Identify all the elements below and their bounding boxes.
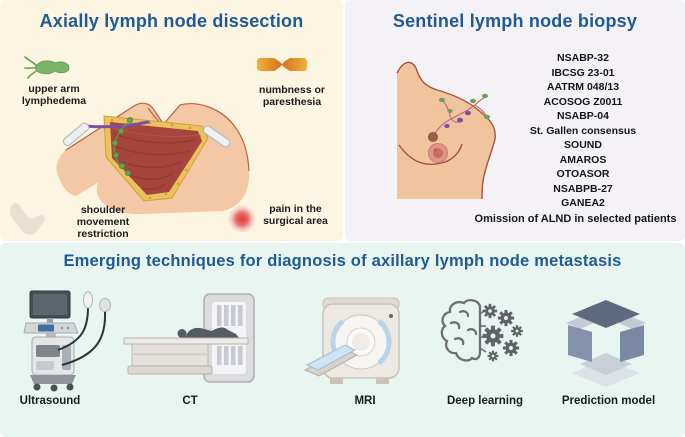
prediction-model-icon — [566, 300, 646, 387]
trial-item: St. Gallen consensus — [529, 124, 637, 137]
trial-item: NSABP-04 — [557, 110, 609, 122]
trial-item: AMAROS — [559, 153, 607, 166]
pain-label: pain in the surgical area — [263, 203, 328, 228]
trial-item: NSABPB-27 — [553, 182, 613, 195]
panel-axillary-lymph-node-dissection: Axially lymph node dissection upper arm … — [0, 0, 343, 241]
lymphedema-icon — [24, 56, 70, 79]
trial-item: NSABP-32 — [557, 52, 609, 64]
patient-silhouette — [182, 327, 239, 338]
trial-item: ACOSOG Z0011 — [543, 95, 623, 108]
trial-item: AATRM 048/13 — [546, 81, 620, 93]
shoulder-restriction-label: shoulder movement restriction — [76, 204, 130, 241]
breast-curve — [398, 143, 463, 166]
ct-icon — [123, 293, 255, 383]
lymph-nodes-green — [439, 93, 490, 120]
lymph-nodes-purple — [444, 110, 471, 129]
ultrasound-label: Ultrasound — [19, 395, 81, 407]
retractor-left — [62, 122, 90, 147]
sentinel-node — [428, 132, 438, 142]
deep-learning-label: Deep learning — [446, 395, 524, 407]
muscle-fibers — [113, 133, 197, 191]
deep-learning-icon — [440, 299, 523, 362]
omission-note: Omission of ALND in selected patients — [474, 213, 677, 225]
trial-item: GANEA2 — [561, 197, 605, 209]
ald-illustration — [56, 102, 250, 215]
mri-bed-mattress — [305, 344, 357, 371]
brain-outline — [440, 299, 482, 362]
trial-item: OTOASOR — [556, 168, 610, 180]
torso-skin — [397, 62, 496, 199]
mri-label: MRI — [354, 395, 376, 407]
prediction-model-label: Prediction model — [561, 395, 656, 407]
emerging-title: Emerging techniques for diagnosis of axi… — [63, 252, 622, 270]
trial-item: IBCSG 23-01 — [551, 66, 615, 79]
mri-icon — [303, 297, 400, 384]
ultrasound-icon — [23, 290, 111, 392]
pain-icon — [228, 205, 256, 233]
lymph-node-chain — [112, 116, 134, 177]
lymph-vessels — [432, 96, 488, 138]
ct-label: CT — [182, 395, 198, 407]
nerve-icon — [257, 58, 307, 71]
trial-list: NSABP-32 IBCSG 23-01 AATRM 048/13 ACOSOG… — [490, 51, 676, 211]
numbness-label: numbness or paresthesia — [259, 84, 325, 109]
lymphedema-label: upper arm lymphedema — [21, 83, 87, 108]
vessel-purple — [84, 120, 150, 129]
retractor-right — [202, 125, 231, 148]
shoulder-restriction-icon — [10, 202, 45, 235]
gears — [482, 303, 523, 362]
slnb-title: Sentinel lymph node biopsy — [392, 11, 638, 31]
slnb-illustration — [396, 61, 496, 199]
trial-item: SOUND — [564, 139, 602, 151]
ald-title: Axially lymph node dissection — [39, 11, 304, 31]
